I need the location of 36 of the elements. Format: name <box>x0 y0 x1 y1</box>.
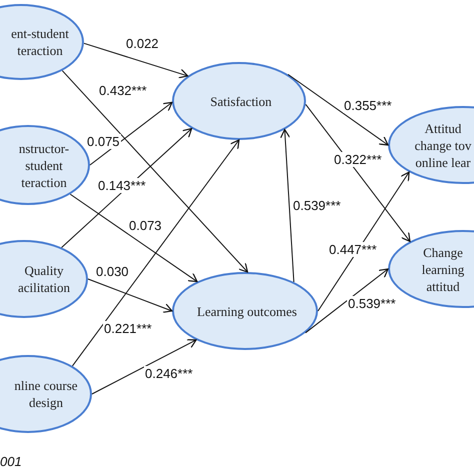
path-arrow <box>305 104 411 242</box>
path-coefficient: 0.022 <box>125 36 160 51</box>
path-arrow <box>288 74 389 146</box>
path-coefficient: 0.143*** <box>97 178 147 193</box>
path-coefficient: 0.030 <box>95 264 130 279</box>
path-arrow <box>318 172 410 312</box>
construct-name: Change learning attitud <box>420 244 466 294</box>
construct-name: nstructor- student teraction <box>18 140 70 190</box>
path-arrow <box>305 268 389 334</box>
path-arrow <box>90 102 173 166</box>
path-coefficient: 0.447*** <box>328 242 378 257</box>
path-coefficient: 0.073 <box>128 218 163 233</box>
path-coefficient: 0.539*** <box>347 296 397 311</box>
path-arrow <box>70 194 198 282</box>
significance-note: 001 <box>0 453 22 471</box>
path-coefficient: 0.539*** <box>292 198 342 213</box>
path-arrow <box>88 278 173 313</box>
path-coefficient: 0.221*** <box>103 321 153 336</box>
path-coefficient: 0.075 <box>86 134 121 149</box>
path-coefficient: 0.246*** <box>144 366 194 381</box>
path-coefficient: 0.355*** <box>343 98 393 113</box>
path-arrow <box>92 339 197 394</box>
path-arrow <box>280 128 294 283</box>
path-arrow <box>61 128 192 248</box>
path-coefficient: 0.432*** <box>98 83 148 98</box>
path-arrow <box>83 42 188 78</box>
path-coefficient: 0.322*** <box>333 152 383 167</box>
path-arrow <box>72 139 240 366</box>
construct-name: Attitud change tov online lear <box>414 120 472 170</box>
construct-name: Satisfaction <box>209 92 273 110</box>
path-arrow <box>62 70 248 273</box>
construct-name: Learning outcomes <box>196 302 298 320</box>
construct-name: nline course design <box>13 377 79 411</box>
construct-ellipse <box>0 355 92 433</box>
construct-name: ent-student teraction <box>10 25 70 59</box>
construct-name: Quality acilitation <box>17 262 71 296</box>
